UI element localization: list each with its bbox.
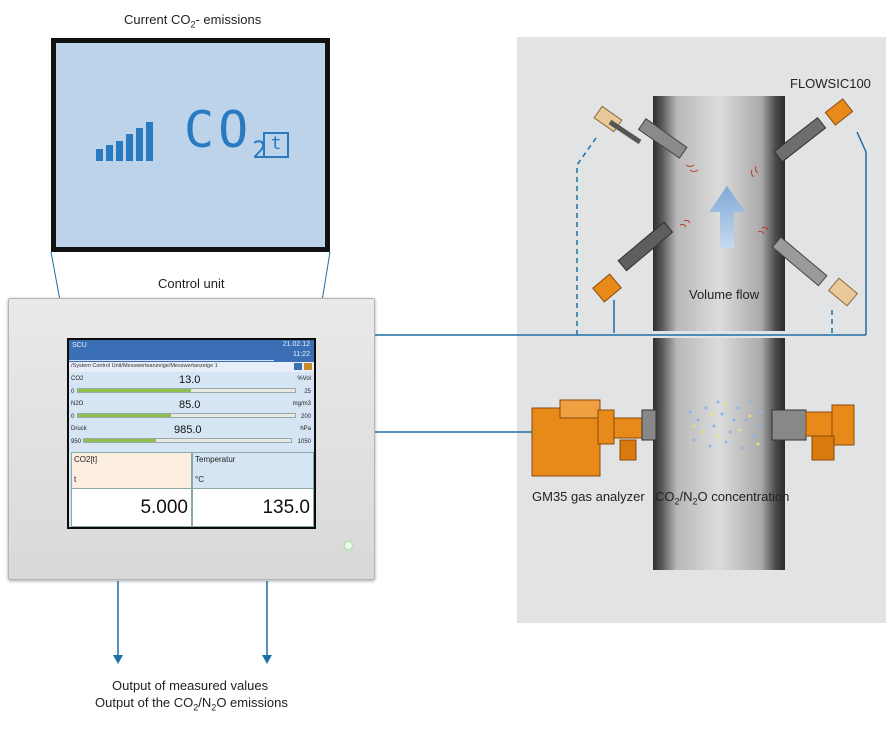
- screen-date: 21.02.12: [282, 341, 310, 348]
- tile-unit: °C: [195, 475, 204, 484]
- gm35-analyzer-icon: [531, 399, 657, 477]
- duct-upper: [653, 96, 785, 331]
- tile-co2[interactable]: CO2[t] t 5.000: [71, 452, 192, 527]
- flowsic-label: FLOWSIC100: [790, 76, 871, 91]
- row-unit: %Vol: [297, 376, 311, 382]
- tile-value: 135.0: [262, 497, 310, 518]
- screen-time: 11:22: [293, 351, 310, 358]
- row-bar: [77, 413, 296, 418]
- gm35-reflector-icon: [771, 404, 855, 461]
- tile-temperature[interactable]: Temperatur °C 135.0: [192, 452, 314, 527]
- row-name: N2O: [71, 401, 84, 407]
- probe-lower-left-icon: [592, 219, 691, 303]
- row-name: CO2: [71, 376, 84, 382]
- row-max: 25: [304, 389, 311, 395]
- row-value: 985.0: [174, 424, 202, 436]
- row-max: 1050: [297, 439, 311, 445]
- row-max: 200: [300, 414, 311, 420]
- gm35-label: GM35 gas analyzer: [532, 489, 645, 504]
- control-unit-screen: SCU 21.02.12 11:22 /System Control Unit/…: [67, 338, 316, 529]
- row-value: 85.0: [179, 399, 201, 411]
- row-co2[interactable]: CO2 13.0 %Vol 0 25: [69, 373, 314, 398]
- tile-title: CO2[t]: [74, 455, 98, 464]
- back-button[interactable]: [294, 363, 302, 370]
- tile-value: 5.000: [140, 497, 188, 518]
- probe-upper-left-icon: [593, 105, 699, 172]
- flow-arrow-icon: [709, 186, 745, 248]
- row-pressure[interactable]: Druck 985.0 hPa 950 1050: [69, 423, 314, 448]
- row-bar: [77, 388, 296, 393]
- concentration-label: CO2/N2O concentration: [655, 489, 790, 507]
- current-emissions-label: Current CO2- emissions: [124, 12, 262, 30]
- unit-box: t: [263, 132, 289, 158]
- gas-molecules: [688, 400, 764, 450]
- row-unit: mg/m3: [292, 401, 311, 407]
- home-button[interactable]: [304, 363, 312, 370]
- probe-lower-right-icon: [757, 226, 859, 307]
- row-min: 0: [71, 389, 75, 395]
- row-value: 13.0: [179, 374, 201, 386]
- screen-header: SCU 21.02.12 11:22: [69, 340, 314, 362]
- gas-molecules-yellow: [692, 402, 760, 446]
- duct-lower: [653, 338, 785, 570]
- status-led-icon: [345, 542, 352, 549]
- probe-upper-right-icon: [750, 98, 854, 178]
- control-unit-label: Control unit: [158, 276, 225, 291]
- tile-title: Temperatur: [195, 455, 236, 464]
- co2-display-zoom: CO2 t: [51, 38, 330, 252]
- tile-unit: t: [74, 475, 77, 484]
- signal-bars-icon: [96, 122, 153, 161]
- breadcrumb: /System Control Unit/Messwerteanzeige/Me…: [69, 362, 314, 372]
- row-min: 950: [71, 439, 82, 445]
- row-bar: [83, 438, 292, 443]
- row-n2o[interactable]: N2O 85.0 mg/m3 0 200: [69, 398, 314, 423]
- output-emissions-label: Output of the CO2/N2O emissions: [95, 695, 288, 713]
- co2-display-text: CO2: [184, 101, 271, 164]
- row-min: 0: [71, 414, 75, 420]
- output-values-label: Output of measured values: [112, 678, 269, 693]
- screen-title: SCU: [72, 342, 87, 349]
- row-unit: hPa: [300, 426, 311, 432]
- volume-flow-label: Volume flow: [689, 287, 760, 302]
- row-name: Druck: [71, 426, 87, 432]
